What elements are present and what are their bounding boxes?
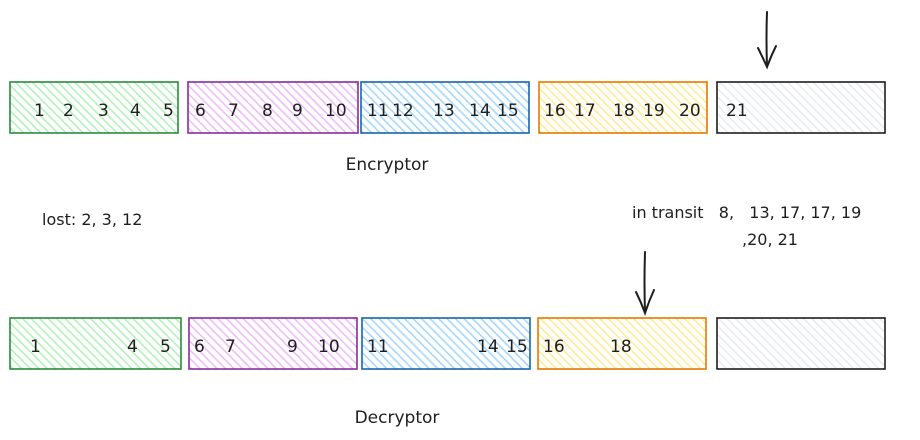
encryptor-packet-number: 19: [643, 101, 665, 121]
decryptor-block-3-box: [361, 317, 531, 370]
decryptor-block-5: [716, 317, 886, 370]
decryptor-packet-number: 6: [194, 337, 205, 357]
encryptor-packet-number: 14: [469, 101, 491, 121]
encryptor-packet-number: 5: [163, 101, 174, 121]
decryptor-packet-number: 11: [367, 337, 389, 357]
encryptor-packet-number: 1: [34, 101, 45, 121]
encryptor-block-4: 16 17 18 19 20: [538, 81, 708, 134]
encryptor-packet-number: 2: [63, 101, 74, 121]
decryptor-packet-number: 10: [318, 337, 340, 357]
decryptor-packet-number: 18: [610, 337, 632, 357]
encryptor-packet-number: 7: [228, 101, 239, 121]
encryptor-packet-number: 18: [613, 101, 635, 121]
decryptor-packet-number: 7: [225, 337, 236, 357]
encryptor-packet-number: 3: [98, 101, 109, 121]
decryptor-label: Decryptor: [355, 408, 440, 428]
decryptor-block-4-box: [537, 317, 707, 370]
encryptor-packet-number: 15: [497, 101, 519, 121]
decryptor-packet-number: 16: [543, 337, 565, 357]
encryptor-packet-number: 6: [195, 101, 206, 121]
lost-packets-note: lost: 2, 3, 12: [42, 210, 142, 229]
encryptor-block-2-box: [187, 81, 359, 134]
decryptor-block-1: 1 4 5: [9, 317, 182, 370]
encryptor-packet-number: 16: [544, 101, 566, 121]
encryptor-packet-number: 20: [679, 101, 701, 121]
encryptor-pointer-arrow-icon: [757, 11, 777, 70]
decryptor-block-5-box: [716, 317, 886, 370]
decryptor-packet-number: 1: [30, 337, 41, 357]
in-transit-note-line-2: ,20, 21: [742, 230, 798, 249]
decryptor-pointer-arrow-icon: [635, 251, 655, 317]
decryptor-packet-number: 14: [477, 337, 499, 357]
encryptor-packet-number: 10: [325, 101, 347, 121]
encryptor-block-5-box: [716, 81, 886, 134]
encryptor-packet-number: 8: [262, 101, 273, 121]
encryptor-packet-number: 13: [433, 101, 455, 121]
encryptor-packet-number: 17: [574, 101, 596, 121]
decryptor-block-1-box: [9, 317, 182, 370]
encryptor-block-4-box: [538, 81, 708, 134]
decryptor-packet-number: 15: [506, 337, 528, 357]
encryptor-packet-number: 21: [726, 101, 748, 121]
in-transit-note-line-1: in transit 8, 13, 17, 17, 19: [632, 203, 861, 222]
encryptor-block-1-box: [9, 81, 179, 134]
encryptor-label: Encryptor: [346, 155, 429, 175]
decryptor-packet-number: 4: [127, 337, 138, 357]
decryptor-block-3: 11 14 15: [361, 317, 531, 370]
encryptor-packet-number: 9: [292, 101, 303, 121]
decryptor-block-2-box: [188, 317, 358, 370]
encryptor-packet-number: 12: [392, 101, 414, 121]
encryptor-packet-number: 4: [130, 101, 141, 121]
decryptor-packet-number: 5: [160, 337, 171, 357]
decryptor-packet-number: 9: [287, 337, 298, 357]
encryptor-packet-number: 11: [367, 101, 389, 121]
encryptor-block-5: 21: [716, 81, 886, 134]
encryptor-block-3-box: [360, 81, 530, 134]
